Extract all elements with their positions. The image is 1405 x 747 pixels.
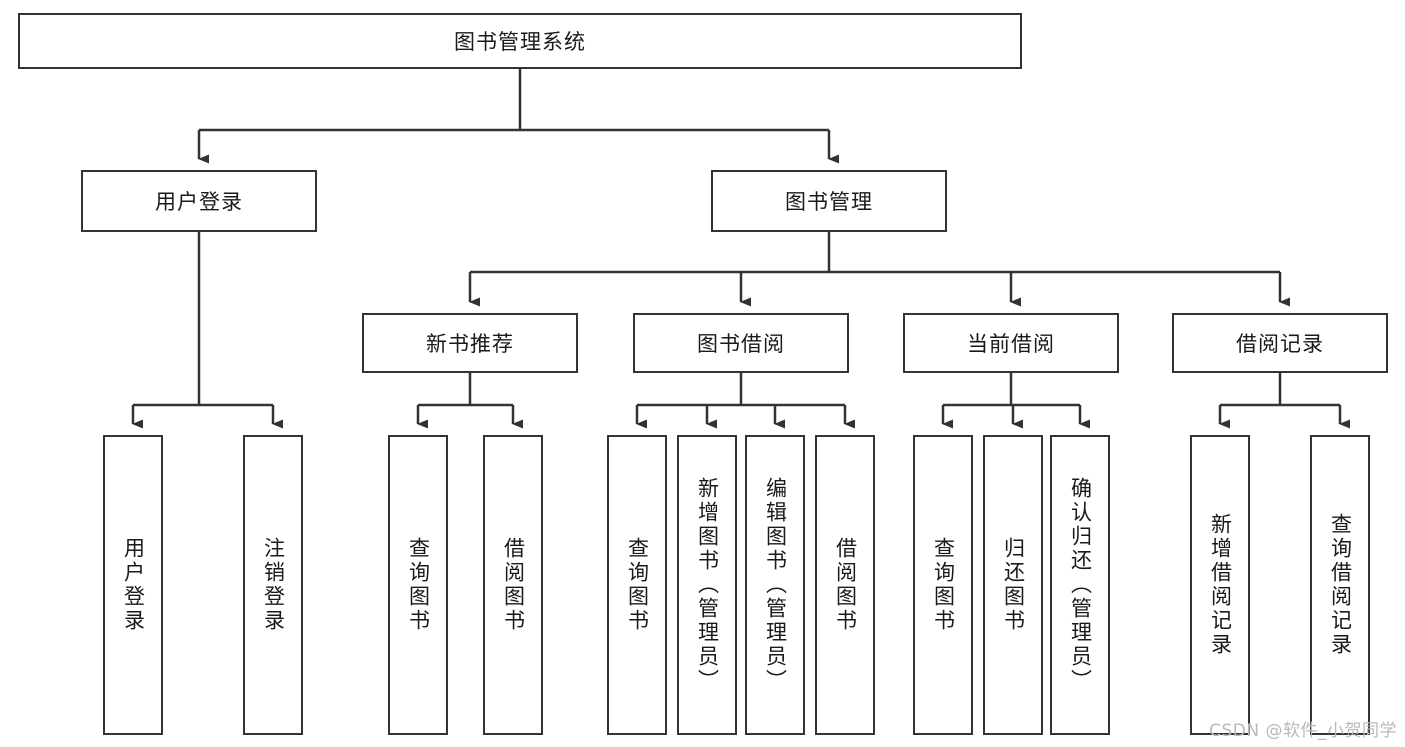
node-label: 借阅图书	[833, 537, 858, 633]
node-label: 用户登录	[155, 190, 243, 214]
node-label: 注销登录	[261, 537, 286, 633]
node-current[interactable]: 当前借阅	[903, 313, 1119, 373]
node-n-borrow[interactable]: 借阅图书	[483, 435, 543, 735]
node-root[interactable]: 图书管理系统	[18, 13, 1022, 69]
node-label: 查询图书	[931, 537, 956, 633]
node-l-login[interactable]: 用户登录	[103, 435, 163, 735]
node-label: 确认归还（管理员）	[1068, 477, 1093, 693]
node-label: 编辑图书（管理员）	[763, 477, 788, 693]
node-login[interactable]: 用户登录	[81, 170, 317, 232]
node-label: 图书管理	[785, 190, 873, 214]
node-label: 当前借阅	[967, 332, 1055, 356]
node-b-add[interactable]: 新增图书（管理员）	[677, 435, 737, 735]
node-c-return[interactable]: 归还图书	[983, 435, 1043, 735]
node-label: 图书管理系统	[454, 30, 586, 54]
watermark-label: CSDN @软件_小贺同学	[1209, 721, 1397, 741]
node-c-confirm[interactable]: 确认归还（管理员）	[1050, 435, 1110, 735]
node-label: 新增借阅记录	[1208, 513, 1233, 657]
node-n-query[interactable]: 查询图书	[388, 435, 448, 735]
node-r-add[interactable]: 新增借阅记录	[1190, 435, 1250, 735]
node-b-borrow[interactable]: 借阅图书	[815, 435, 875, 735]
node-label: 借阅记录	[1236, 332, 1324, 356]
node-bookmgmt[interactable]: 图书管理	[711, 170, 947, 232]
node-newbook[interactable]: 新书推荐	[362, 313, 578, 373]
node-c-query[interactable]: 查询图书	[913, 435, 973, 735]
node-label: 查询借阅记录	[1328, 513, 1353, 657]
node-b-query[interactable]: 查询图书	[607, 435, 667, 735]
node-borrow[interactable]: 图书借阅	[633, 313, 849, 373]
node-label: 借阅图书	[501, 537, 526, 633]
node-r-query[interactable]: 查询借阅记录	[1310, 435, 1370, 735]
node-label: 归还图书	[1001, 537, 1026, 633]
node-label: 图书借阅	[697, 332, 785, 356]
node-records[interactable]: 借阅记录	[1172, 313, 1388, 373]
node-b-edit[interactable]: 编辑图书（管理员）	[745, 435, 805, 735]
node-l-logout[interactable]: 注销登录	[243, 435, 303, 735]
node-label: 查询图书	[625, 537, 650, 633]
node-label: 新书推荐	[426, 332, 514, 356]
node-label: 新增图书（管理员）	[695, 477, 720, 693]
node-label: 查询图书	[406, 537, 431, 633]
node-label: 用户登录	[121, 537, 146, 633]
